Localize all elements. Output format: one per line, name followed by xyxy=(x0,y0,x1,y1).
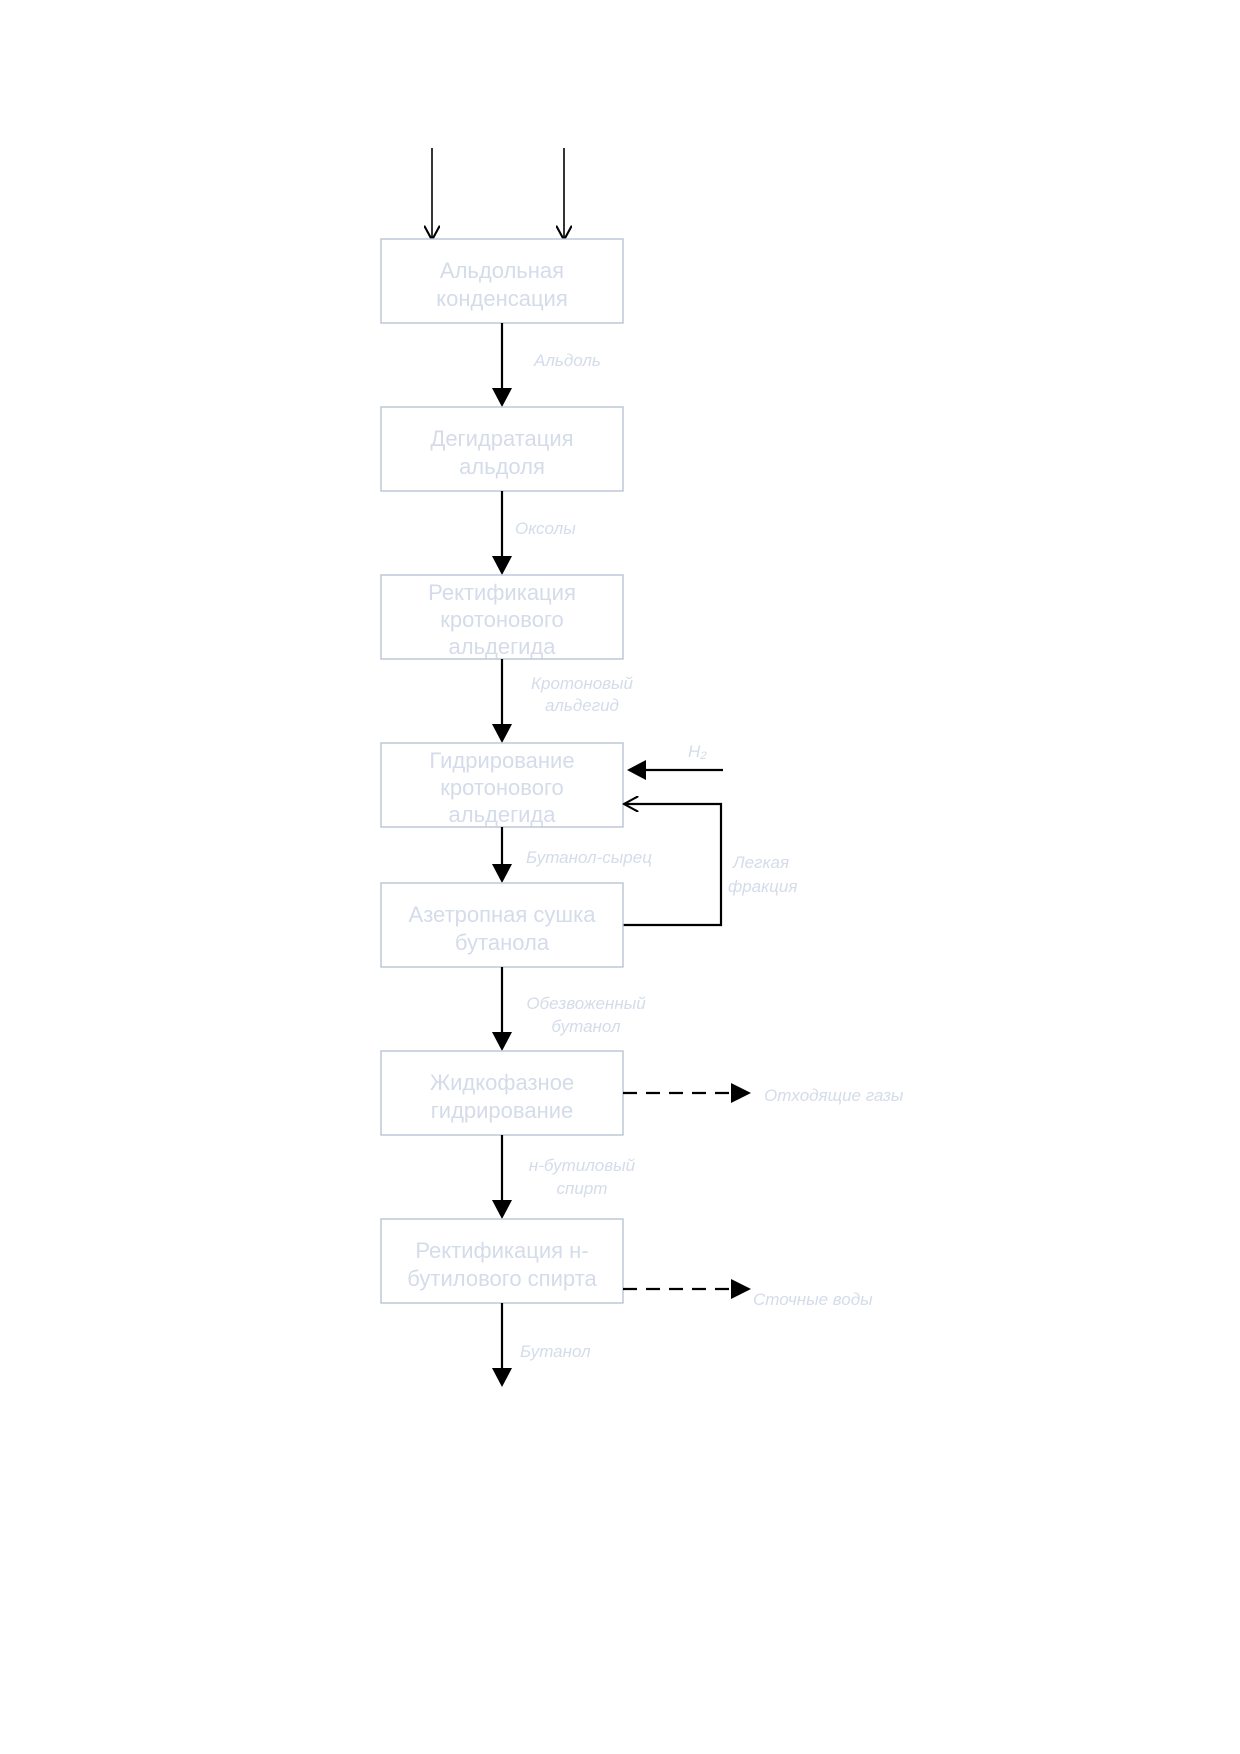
flow-arrow-butanol-output xyxy=(492,1303,512,1387)
recycle-loop-light-fraction xyxy=(623,804,723,927)
flow-label-dewatered-1: Обезвоженный xyxy=(526,994,646,1013)
flow-arrow-butanol-raw xyxy=(492,827,512,883)
box-label-line: гидрирование xyxy=(431,1098,574,1123)
box-label-line: конденсация xyxy=(436,286,568,311)
box-label-line: бутанола xyxy=(455,930,550,955)
flow-label-butanol-raw: Бутанол-сырец xyxy=(526,848,652,867)
box-liquid-phase-hydrogenation: Жидкофазное гидрирование xyxy=(380,1050,624,1136)
flow-label-light-fraction-1: Легкая xyxy=(732,853,789,872)
flow-arrow-dewatered-butanol xyxy=(492,967,512,1051)
box-crotonaldehyde-rectification: Ректификация кротонового альдегида xyxy=(380,574,624,660)
flow-label-oksoly: Оксолы xyxy=(515,519,576,538)
box-label-line: альдегида xyxy=(449,634,557,659)
box-label-line: альдегида xyxy=(449,802,557,827)
flow-label-h2: H₂ xyxy=(688,742,707,761)
flow-label-nbutyl-1: н-бутиловый xyxy=(529,1156,636,1175)
box-n-butyl-alcohol-rectification: Ректификация н- бутилового спирта xyxy=(380,1218,624,1304)
box-label-line: Ректификация xyxy=(428,580,576,605)
flow-label-crotonaldehyde-1: Кротоновый xyxy=(531,674,634,693)
flow-label-waste-water: Сточные воды xyxy=(753,1290,873,1309)
flow-label-crotonaldehyde-2: альдегид xyxy=(545,696,619,715)
flow-label-nbutyl-2: спирт xyxy=(557,1179,608,1198)
flow-arrow-n-butyl-alcohol xyxy=(492,1135,512,1219)
box-label-line: Азетропная сушка xyxy=(409,902,597,927)
box-aldol-condensation: Альдольная конденсация xyxy=(380,238,624,324)
flow-label-aldol: Альдоль xyxy=(533,351,601,370)
box-label-line: кротонового xyxy=(440,607,564,632)
flow-arrow-aldol xyxy=(492,323,512,407)
box-label-line: Дегидратация xyxy=(430,426,573,451)
box-label-line: бутилового спирта xyxy=(407,1266,597,1291)
box-label-line: альдоля xyxy=(459,454,545,479)
flow-arrow-oksoly xyxy=(492,491,512,575)
flow-label-butanol: Бутанол xyxy=(520,1342,591,1361)
box-azeotropic-drying: Азетропная сушка бутанола xyxy=(380,882,624,968)
flow-label-dewatered-2: бутанол xyxy=(551,1017,621,1036)
box-aldol-dehydration: Дегидратация альдоля xyxy=(380,406,624,492)
box-label-line: Ректификация н- xyxy=(415,1238,588,1263)
flow-arrow-waste-water xyxy=(623,1279,751,1299)
flow-label-light-fraction-2: фракция xyxy=(728,877,797,896)
box-label-line: Гидрирование xyxy=(429,748,574,773)
flow-arrow-h2 xyxy=(627,760,723,780)
flow-arrow-off-gases xyxy=(623,1083,751,1103)
box-label-line: Жидкофазное xyxy=(430,1070,574,1095)
box-label-line: кротонового xyxy=(440,775,564,800)
box-crotonaldehyde-hydrogenation: Гидрирование кротонового альдегида xyxy=(380,742,624,828)
flow-arrow-crotonaldehyde xyxy=(492,659,512,743)
box-label-line: Альдольная xyxy=(440,258,564,283)
flow-label-off-gases: Отходящие газы xyxy=(764,1086,904,1105)
